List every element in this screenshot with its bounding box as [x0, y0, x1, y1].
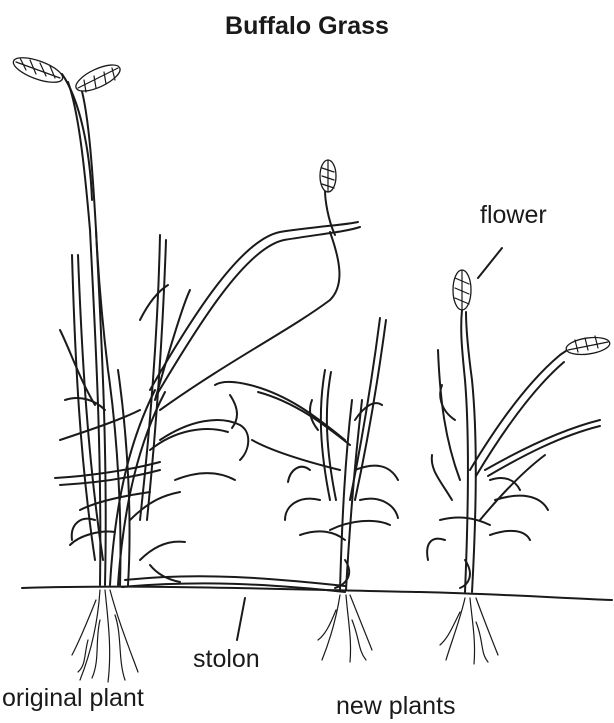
original-plant [55, 74, 360, 682]
label-stolon: stolon [193, 645, 260, 674]
label-new-plants: new plants [336, 692, 456, 721]
label-original-plant: original plant [2, 684, 144, 713]
stolon-pointer [237, 598, 245, 640]
seed-heads-original [10, 53, 336, 192]
new-plant-right [427, 248, 600, 664]
seed-heads-right [453, 270, 611, 357]
label-flower: flower [480, 201, 547, 230]
